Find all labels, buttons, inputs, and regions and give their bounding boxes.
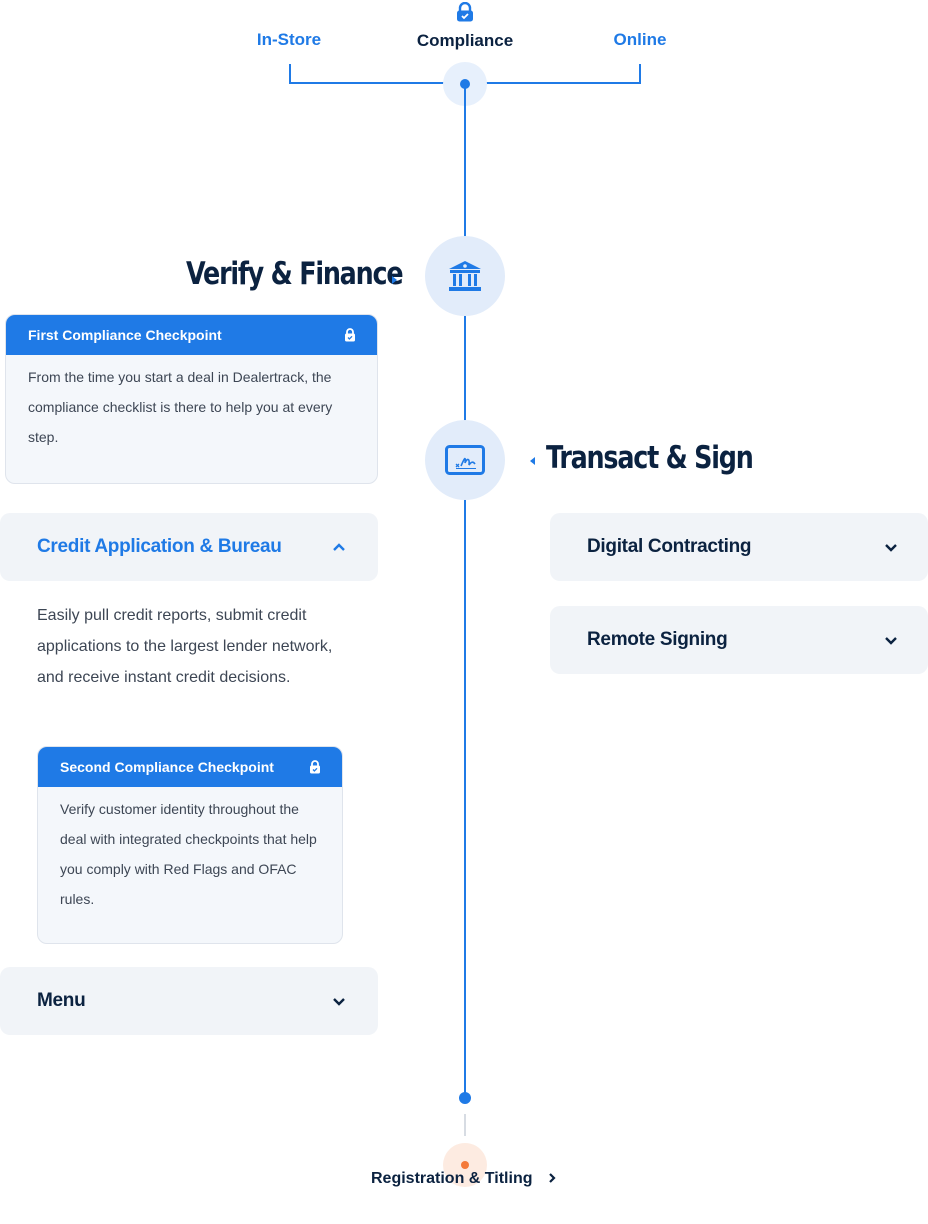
credit-application-description: Easily pull credit reports, submit credi… — [37, 607, 333, 686]
timeline-line — [464, 84, 466, 1096]
stage-title-verify-finance: Verify & Finance — [186, 256, 404, 292]
checkpoint-body: Verify customer identity throughout the … — [60, 801, 317, 907]
accordion-title: Remote Signing — [587, 629, 728, 650]
accordion-title: Menu — [37, 990, 86, 1011]
stage-verify-finance[interactable] — [425, 236, 505, 316]
compliance-lock-icon — [457, 2, 473, 22]
accordion-remote-signing[interactable]: Remote Signing — [550, 606, 928, 674]
stage-title-transact-sign: Transact & Sign — [546, 440, 754, 476]
chevron-down-icon[interactable] — [884, 542, 898, 552]
tab-online[interactable]: Online — [613, 30, 667, 49]
stage-transact-sign[interactable] — [425, 420, 505, 500]
lock-icon — [310, 760, 320, 774]
chevron-up-icon[interactable] — [332, 542, 346, 552]
pointer-right-icon — [392, 276, 397, 284]
checkpoint-body: From the time you start a deal in Dealer… — [28, 369, 333, 445]
tab-in-store[interactable]: In-Store — [256, 30, 322, 49]
checkpoint-title: Second Compliance Checkpoint — [60, 759, 274, 775]
first-compliance-checkpoint-card: First Compliance Checkpoint From the tim… — [5, 314, 378, 484]
chevron-down-icon[interactable] — [332, 996, 346, 1006]
chevron-right-icon — [549, 1173, 556, 1183]
chevron-down-icon[interactable] — [884, 635, 898, 645]
timeline-end-dot — [459, 1092, 471, 1104]
lock-icon — [345, 328, 355, 342]
bank-icon — [449, 261, 481, 291]
next-stage-link[interactable]: Registration & Titling — [371, 1170, 557, 1188]
tab-compliance[interactable]: Compliance — [416, 31, 514, 50]
checkpoint-header: First Compliance Checkpoint — [6, 315, 377, 355]
next-stage-dot — [461, 1161, 469, 1169]
accordion-credit-application[interactable]: Credit Application & Bureau — [0, 513, 378, 581]
accordion-title: Digital Contracting — [587, 536, 752, 557]
signature-tablet-icon — [445, 445, 485, 475]
next-stage-label: Registration & Titling — [371, 1170, 533, 1187]
checkpoint-header: Second Compliance Checkpoint — [38, 747, 342, 787]
pointer-left-icon — [530, 457, 535, 465]
timeline-gray-segment — [464, 1114, 466, 1136]
accordion-digital-contracting[interactable]: Digital Contracting — [550, 513, 928, 581]
second-compliance-checkpoint-card: Second Compliance Checkpoint Verify cust… — [37, 746, 343, 944]
checkpoint-title: First Compliance Checkpoint — [28, 327, 222, 343]
accordion-title: Credit Application & Bureau — [37, 536, 282, 557]
accordion-menu[interactable]: Menu — [0, 967, 378, 1035]
